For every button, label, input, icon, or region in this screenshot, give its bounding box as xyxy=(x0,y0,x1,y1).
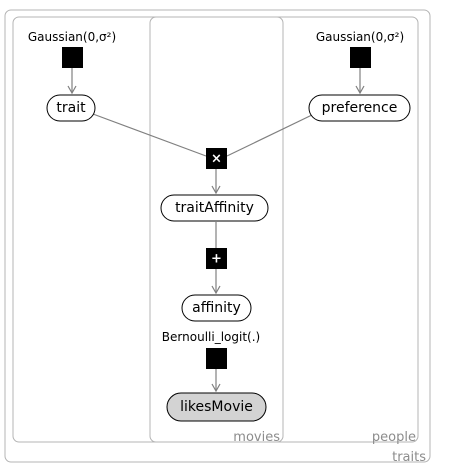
bernoulli-factor-label: Bernoulli_logit(.) xyxy=(162,330,260,344)
trait-prior-factor xyxy=(62,47,83,68)
likesmovie-node xyxy=(166,392,267,422)
likesmovie-node-label: likesMovie xyxy=(180,399,253,415)
sum-op-label: + xyxy=(211,252,222,267)
movies-plate xyxy=(149,16,284,443)
traitaffinity-node xyxy=(160,194,269,222)
trait-prior-label: Gaussian(0,σ²) xyxy=(28,30,116,44)
product-op-label: × xyxy=(211,152,222,167)
preference-node-label: preference xyxy=(322,100,398,116)
movies-plate-label: movies xyxy=(233,430,280,445)
product-factor xyxy=(206,148,227,169)
edge-trait-to-product xyxy=(92,113,207,157)
traits-plate-label: traits xyxy=(392,450,426,465)
people-plate-label: people xyxy=(372,430,416,445)
affinity-node-label: affinity xyxy=(192,300,241,316)
trait-node-label: trait xyxy=(56,100,86,116)
preference-prior-label: Gaussian(0,σ²) xyxy=(316,30,404,44)
sum-factor xyxy=(206,248,227,269)
edge-preference-to-product xyxy=(226,113,315,157)
traits-plate xyxy=(4,9,431,463)
bernoulli-factor xyxy=(206,348,227,369)
affinity-node xyxy=(181,294,252,322)
traitaffinity-node-label: traitAffinity xyxy=(175,200,254,216)
trait-node xyxy=(46,94,96,122)
preference-prior-factor xyxy=(350,47,371,68)
preference-node xyxy=(308,94,411,122)
